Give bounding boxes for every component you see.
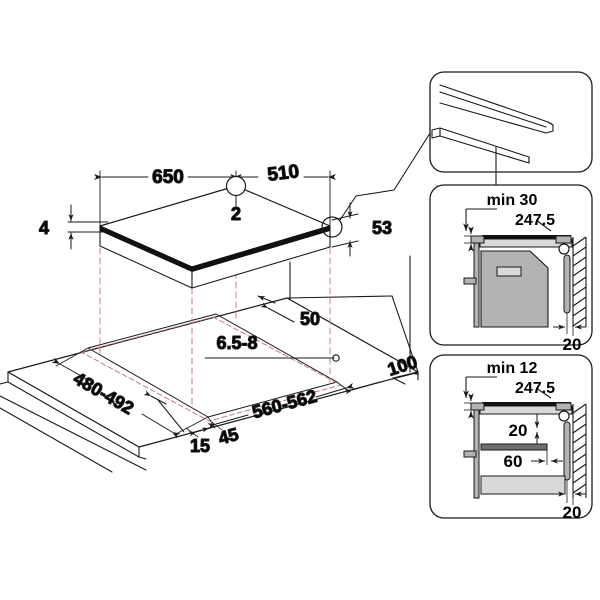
dim-label-53: 53 [372, 218, 392, 238]
label-min-30: min 30 [487, 192, 538, 209]
label-247-5-oven: 247.5 [515, 212, 555, 229]
detail-box-over-oven: min 30 247.5 20 [429, 184, 593, 354]
label-60: 60 [504, 452, 523, 471]
dim-label-2: 2 [231, 204, 241, 224]
hob-glass-drawer [482, 402, 571, 406]
dim-15 [143, 390, 185, 433]
dim-480-492 [51, 347, 209, 439]
detail-box-edge-profile [429, 71, 593, 206]
drawer-box [480, 475, 566, 495]
wall-hatching-oven [572, 236, 587, 327]
dim-label-15: 15 [190, 436, 210, 456]
rear-wall-lines [289, 255, 411, 373]
dim-label-4: 4 [39, 218, 49, 238]
worktop-slab [0, 295, 419, 473]
dim-label-6p5-8: 6.5-8 [216, 333, 257, 353]
edge-detail-callout [321, 129, 433, 238]
oven-body [480, 250, 549, 328]
shelf-bar [480, 443, 548, 451]
callout-2 [225, 175, 247, 207]
dim-560-562 [207, 381, 355, 430]
label-20-vertical: 20 [509, 421, 528, 440]
wall-hatching-drawer [572, 403, 587, 498]
label-20-drawer-rear: 20 [563, 503, 582, 522]
hob-glass-oven [482, 235, 571, 239]
dim-6p5-8 [204, 354, 340, 362]
dim-53 [331, 202, 359, 257]
dim-label-650: 650 [152, 167, 184, 188]
dim-label-510: 510 [266, 161, 300, 186]
dim-100 [344, 369, 420, 395]
dim-50 [257, 295, 295, 323]
label-min-12: min 12 [487, 360, 538, 377]
dim-4 [67, 204, 109, 250]
label-20-oven-rear: 20 [563, 335, 582, 354]
detail-box-over-drawer: min 12 247.5 20 60 20 [429, 354, 593, 522]
label-247-5-drawer: 247.5 [515, 380, 555, 397]
dim-45 [185, 421, 223, 438]
dim-label-50: 50 [300, 309, 320, 329]
